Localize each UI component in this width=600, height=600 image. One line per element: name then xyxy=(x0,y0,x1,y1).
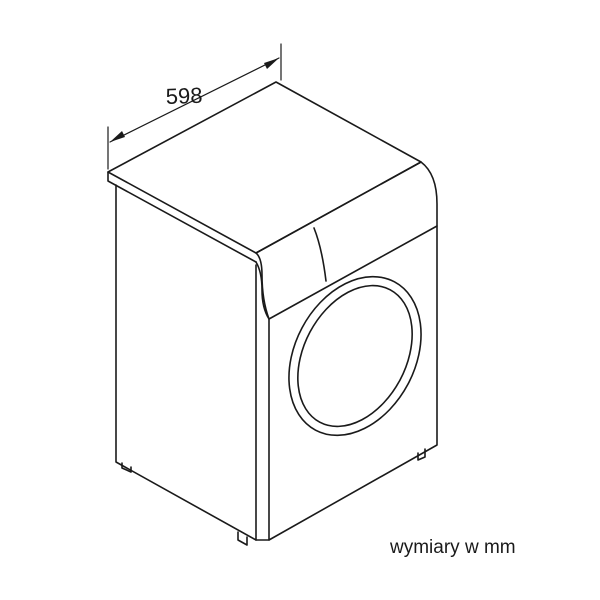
control-panel-divider xyxy=(313,227,327,282)
foot-front xyxy=(237,531,248,546)
foot-right xyxy=(417,448,426,461)
dimension-arrow-right xyxy=(264,58,279,69)
control-panel xyxy=(255,161,438,320)
door-inner-ring xyxy=(297,284,413,428)
dimension-width-label: 598 xyxy=(165,83,203,109)
foot-left xyxy=(121,462,132,473)
machine-top xyxy=(107,81,422,254)
machine-top-edge-left xyxy=(107,171,257,263)
machine-front xyxy=(268,225,438,541)
machine-side xyxy=(115,184,257,541)
door-outer-ring xyxy=(288,275,422,437)
dimension-line xyxy=(109,57,280,143)
units-caption: wymiary w mm xyxy=(390,537,516,558)
control-panel-inner-edge xyxy=(255,261,270,320)
dimension-arrow-left xyxy=(110,131,125,142)
